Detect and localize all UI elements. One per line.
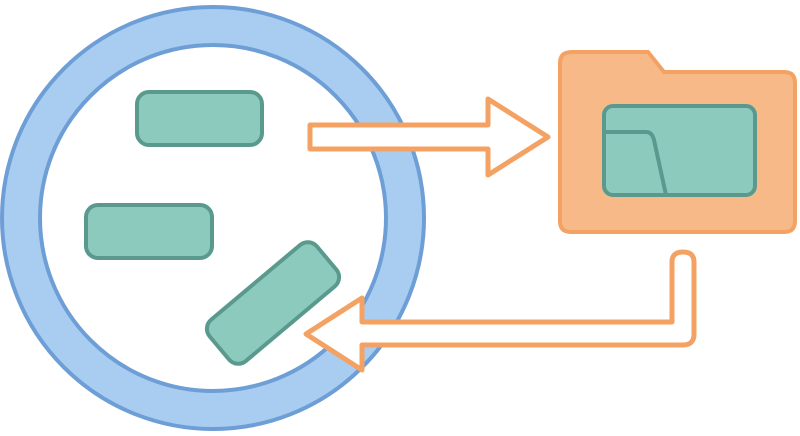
item-pill [204, 240, 342, 366]
item-pill [84, 203, 214, 260]
arrow-return-icon [303, 249, 697, 373]
arrow-right-icon [307, 96, 551, 178]
folder-window [602, 104, 757, 197]
item-pill [135, 90, 264, 147]
folder-icon [558, 50, 797, 234]
items [84, 90, 342, 366]
